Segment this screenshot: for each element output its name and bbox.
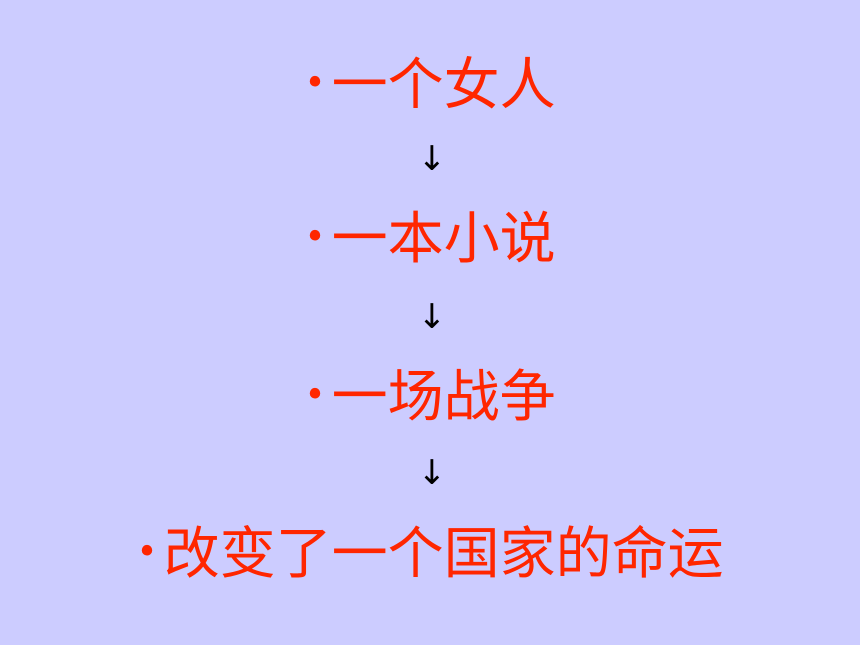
- bullet-icon: •: [304, 62, 326, 104]
- flow-item-4-text: 改变了一个国家的命运: [163, 522, 724, 587]
- down-arrow-icon: ↓: [417, 297, 447, 337]
- flow-item-2-text: 一本小说: [331, 207, 556, 272]
- flow-item-1: •一个女人: [0, 58, 860, 114]
- down-arrow-icon: ↓: [417, 453, 447, 493]
- flow-item-2: •一本小说: [0, 212, 860, 268]
- bullet-icon: •: [304, 374, 326, 416]
- bullet-icon: •: [304, 216, 326, 258]
- flow-item-3-text: 一场战争: [331, 365, 556, 430]
- down-arrow-icon: ↓: [417, 139, 447, 179]
- flow-item-1-text: 一个女人: [331, 53, 556, 118]
- flow-item-3: •一场战争: [0, 370, 860, 426]
- flow-item-4: •改变了一个国家的命运: [0, 527, 860, 583]
- bullet-icon: •: [136, 531, 158, 573]
